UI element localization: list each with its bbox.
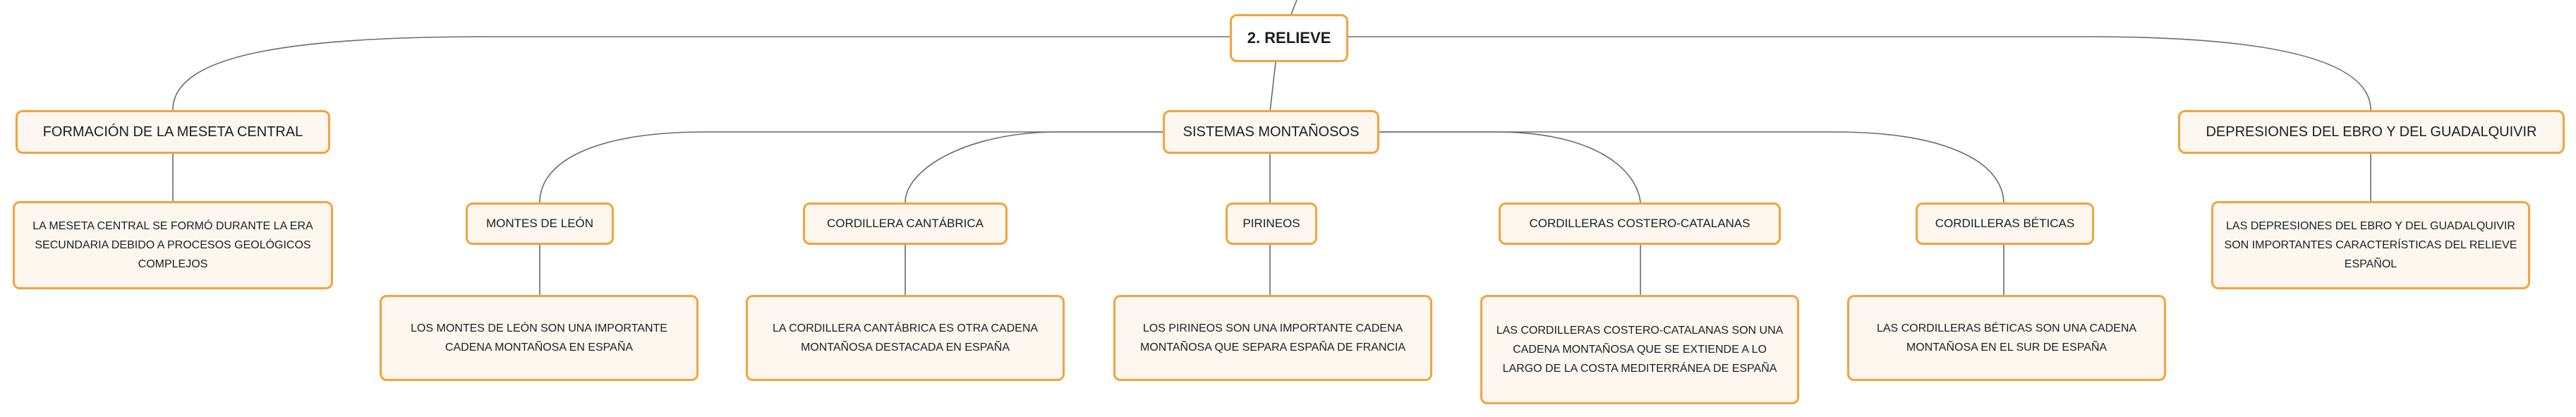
detail-montes-de-leon[interactable]: LOS MONTES DE LEÓN SON UNA IMPORTANTE CA… [380, 295, 699, 381]
detail-depresiones-text: LAS DEPRESIONES DEL EBRO Y DEL GUADALQUI… [2224, 220, 2517, 270]
detail-cordilleras-beticas-text: LAS CORDILLERAS BÉTICAS SON UNA CADENA M… [1876, 322, 2137, 353]
subtopic-cordilleras-costero-catalanas[interactable]: CORDILLERAS COSTERO-CATALANAS [1499, 203, 1781, 245]
detail-meseta-central-text: LA MESETA CENTRAL SE FORMÓ DURANTE LA ER… [32, 220, 313, 270]
subtopic-cordillera-cantabrica-label: CORDILLERA CANTÁBRICA [827, 217, 984, 230]
detail-cordilleras-costero-catalanas-text: LAS CORDILLERAS COSTERO-CATALANAS SON UN… [1496, 325, 1784, 375]
subtopic-cordilleras-beticas[interactable]: CORDILLERAS BÉTICAS [1916, 203, 2094, 245]
subtopic-cordilleras-beticas-label: CORDILLERAS BÉTICAS [1935, 217, 2075, 230]
subtopic-montes-de-leon[interactable]: MONTES DE LEÓN [466, 203, 614, 245]
topic-depresiones-label: DEPRESIONES DEL EBRO Y DEL GUADALQUIVIR [2206, 123, 2537, 140]
detail-cordillera-cantabrica-text: LA CORDILLERA CANTÁBRICA ES OTRA CADENA … [772, 322, 1039, 353]
detail-cordillera-cantabrica[interactable]: LA CORDILLERA CANTÁBRICA ES OTRA CADENA … [746, 295, 1065, 381]
subtopic-pirineos-label: PIRINEOS [1242, 217, 1300, 230]
topic-sistemas-montanosos-label: SISTEMAS MONTAÑOSOS [1183, 123, 1360, 140]
detail-cordilleras-costero-catalanas[interactable]: LAS CORDILLERAS COSTERO-CATALANAS SON UN… [1480, 295, 1799, 404]
detail-cordilleras-beticas[interactable]: LAS CORDILLERAS BÉTICAS SON UNA CADENA M… [1847, 295, 2166, 381]
topic-meseta-central[interactable]: FORMACIÓN DE LA MESETA CENTRAL [16, 110, 330, 154]
detail-meseta-central[interactable]: LA MESETA CENTRAL SE FORMÓ DURANTE LA ER… [13, 201, 333, 289]
subtopic-cordillera-cantabrica[interactable]: CORDILLERA CANTÁBRICA [803, 203, 1008, 245]
detail-depresiones[interactable]: LAS DEPRESIONES DEL EBRO Y DEL GUADALQUI… [2211, 201, 2530, 289]
subtopic-cordilleras-costero-catalanas-label: CORDILLERAS COSTERO-CATALANAS [1529, 217, 1750, 230]
root-topic[interactable]: 2. RELIEVE [1230, 14, 1348, 62]
detail-pirineos-text: LOS PIRINEOS SON UNA IMPORTANTE CADENA M… [1139, 322, 1406, 353]
root-topic-label: 2. RELIEVE [1247, 29, 1331, 47]
topic-sistemas-montanosos[interactable]: SISTEMAS MONTAÑOSOS [1163, 110, 1379, 154]
subtopic-pirineos[interactable]: PIRINEOS [1226, 203, 1317, 245]
detail-montes-de-leon-text: LOS MONTES DE LEÓN SON UNA IMPORTANTE CA… [411, 322, 667, 353]
detail-pirineos[interactable]: LOS PIRINEOS SON UNA IMPORTANTE CADENA M… [1113, 295, 1432, 381]
topic-meseta-central-label: FORMACIÓN DE LA MESETA CENTRAL [42, 123, 303, 140]
subtopic-montes-de-leon-label: MONTES DE LEÓN [485, 217, 594, 230]
topic-depresiones[interactable]: DEPRESIONES DEL EBRO Y DEL GUADALQUIVIR [2178, 110, 2565, 154]
